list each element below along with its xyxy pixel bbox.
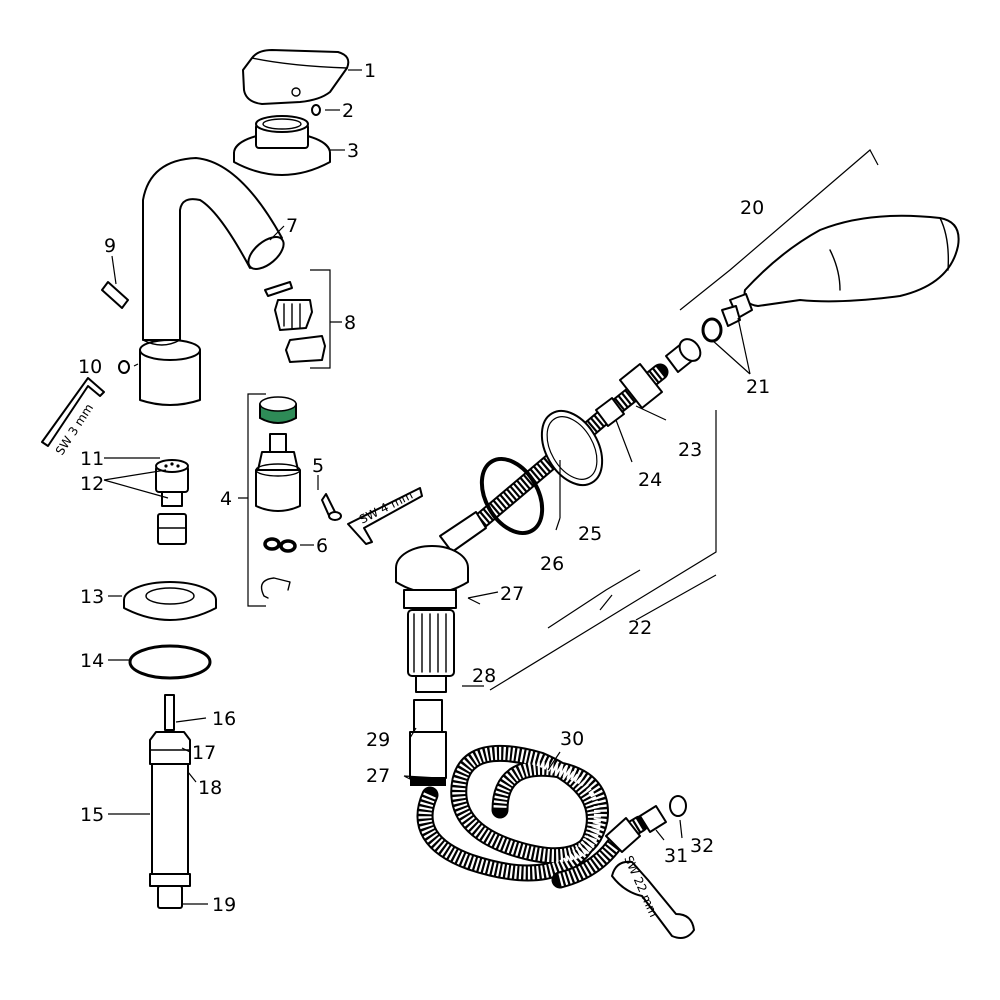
label-part-29: 29 [366, 729, 390, 751]
label-part-30: 30 [560, 728, 584, 750]
part-valve-body [149, 694, 191, 909]
label-part-5: 5 [312, 455, 324, 477]
part-aerator-set [264, 281, 326, 363]
part-gasket [128, 644, 212, 680]
label-part-24: 24 [638, 469, 662, 491]
label-part-23: 23 [678, 439, 702, 461]
label-part-19: 19 [212, 894, 236, 916]
label-part-6: 6 [316, 535, 328, 557]
part-hand-shower [701, 214, 960, 343]
label-part-28: 28 [472, 665, 496, 687]
label-part-9: 9 [104, 235, 116, 257]
label-part-17: 17 [192, 742, 216, 764]
part-set-screw [311, 104, 321, 116]
label-part-31: 31 [664, 845, 688, 867]
part-hose-nipple [665, 338, 702, 373]
label-part-27a: 27 [500, 583, 524, 605]
hex-key-4mm [347, 487, 423, 545]
label-part-20: 20 [740, 197, 764, 219]
label-part-22: 22 [628, 617, 652, 639]
label-part-10: 10 [78, 356, 102, 378]
label-part-15: 15 [80, 804, 104, 826]
wrench-22mm [611, 860, 695, 939]
part-o-rings [263, 537, 297, 553]
label-sw-4mm: SW 4 mm [357, 488, 415, 527]
part-coiled-hose [416, 744, 649, 889]
part-sleeve [409, 699, 447, 786]
label-part-18: 18 [198, 777, 222, 799]
part-shower-hose-upper [461, 363, 669, 539]
part-labels: 1 2 3 4 5 6 7 8 9 10 11 12 13 14 15 16 1… [78, 60, 770, 916]
leader-lines [103, 69, 879, 905]
part-spout-body [139, 157, 285, 406]
part-screw [321, 493, 342, 521]
label-part-14: 14 [80, 650, 104, 672]
label-part-27b: 27 [366, 765, 390, 787]
label-part-3: 3 [347, 140, 359, 162]
label-part-13: 13 [80, 586, 104, 608]
part-valve [155, 459, 189, 545]
label-part-7: 7 [286, 215, 298, 237]
part-hose-guide [395, 511, 487, 693]
label-part-8: 8 [344, 312, 356, 334]
part-large-rings [479, 410, 604, 535]
hex-key-3mm [41, 377, 105, 447]
label-part-4: 4 [220, 488, 232, 510]
part-base-ring [123, 581, 217, 621]
part-handle-cap [242, 49, 350, 105]
part-grub-screw [101, 281, 129, 309]
label-part-21: 21 [746, 376, 770, 398]
label-part-12: 12 [80, 473, 104, 495]
label-part-1: 1 [364, 60, 376, 82]
part-hose-end [605, 795, 687, 853]
label-part-32: 32 [690, 835, 714, 857]
part-cartridge [255, 396, 301, 512]
label-part-26: 26 [540, 553, 564, 575]
part-clip [260, 577, 291, 599]
label-part-25: 25 [578, 523, 602, 545]
label-part-11: 11 [80, 448, 104, 470]
label-part-16: 16 [212, 708, 236, 730]
part-small-nut [118, 360, 130, 374]
label-part-2: 2 [342, 100, 354, 122]
part-escutcheon [233, 115, 331, 176]
